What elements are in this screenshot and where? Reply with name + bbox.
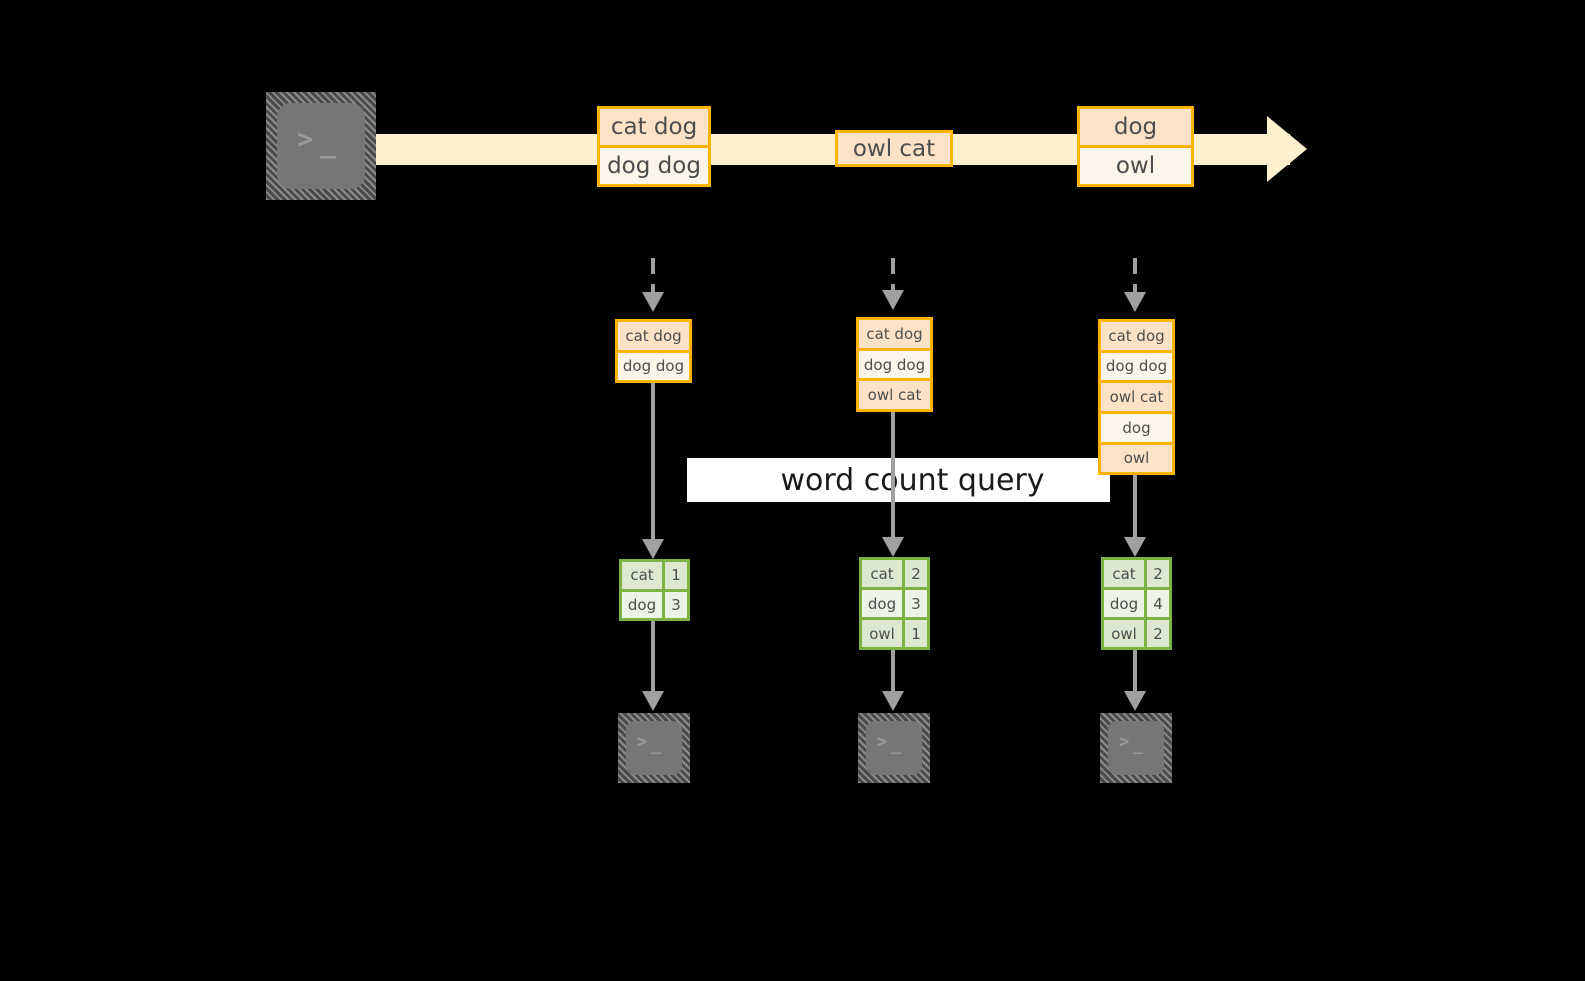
result-word-cell: owl (1104, 620, 1144, 647)
terminal-prompt-glyph: > (637, 732, 648, 752)
snapshot-3-output-arrowhead (1124, 691, 1146, 711)
table-row: cat 2 (862, 560, 927, 587)
stream-record-line: owl cat (838, 133, 950, 164)
result-word-cell: dog (862, 590, 902, 617)
snapshot-input-line: dog dog (859, 347, 930, 379)
result-count-cell: 2 (1144, 560, 1169, 587)
snapshot-1-consumer-terminal-icon[interactable]: > _ (618, 713, 690, 783)
snapshot-input-line: cat dog (1101, 322, 1172, 350)
snapshot-1-query-line-overlay (651, 458, 655, 502)
stream-record-group-1[interactable]: cat dog dog dog (597, 106, 711, 187)
snapshot-1-output-line (651, 621, 655, 696)
result-word-cell: cat (862, 560, 902, 587)
snapshot-2-capture-dash (891, 258, 895, 291)
snapshot-1-capture-dash (651, 258, 655, 293)
stream-record-line: owl (1080, 145, 1191, 184)
stream-arrowhead (1267, 116, 1307, 182)
snapshot-2-input-box[interactable]: cat dog dog dog owl cat (856, 317, 933, 412)
terminal-prompt-glyph: > (877, 732, 888, 752)
query-label-band: word count query (687, 458, 1110, 502)
snapshot-1-result-table[interactable]: cat 1 dog 3 (619, 559, 690, 621)
result-count-cell: 3 (902, 590, 927, 617)
result-count-cell: 1 (902, 620, 927, 647)
result-count-cell: 1 (662, 562, 687, 589)
snapshot-2-capture-arrowhead (882, 290, 904, 310)
terminal-body (1108, 721, 1164, 775)
snapshot-3-result-table[interactable]: cat 2 dog 4 owl 2 (1101, 557, 1172, 650)
snapshot-1-input-box[interactable]: cat dog dog dog (615, 319, 692, 383)
snapshot-1-output-arrowhead (642, 691, 664, 711)
snapshot-input-line: dog (1101, 414, 1172, 442)
query-label: word count query (780, 462, 1045, 498)
snapshot-input-line: cat dog (859, 320, 930, 348)
stream-record-line: dog (1080, 109, 1191, 145)
snapshot-2-consumer-terminal-icon[interactable]: > _ (858, 713, 930, 783)
snapshot-input-line: cat dog (618, 322, 689, 350)
terminal-body (866, 721, 922, 775)
producer-terminal-icon[interactable]: > _ (266, 92, 376, 200)
stream-record-line: dog dog (600, 145, 708, 184)
snapshot-1-capture-arrowhead (642, 292, 664, 312)
stream-record-line: cat dog (600, 109, 708, 145)
snapshot-input-line: dog dog (1101, 349, 1172, 381)
snapshot-3-query-line (1133, 475, 1137, 542)
result-word-cell: dog (622, 591, 662, 618)
snapshot-2-query-arrowhead (882, 537, 904, 557)
snapshot-2-result-table[interactable]: cat 2 dog 3 owl 1 (859, 557, 930, 650)
snapshot-1-query-arrowhead (642, 539, 664, 559)
snapshot-input-line: owl cat (859, 378, 930, 410)
snapshot-input-line: dog dog (618, 349, 689, 380)
terminal-body (277, 103, 365, 189)
result-count-cell: 2 (902, 560, 927, 587)
result-count-cell: 3 (662, 591, 687, 618)
table-row: dog 3 (622, 588, 687, 618)
result-word-cell: owl (862, 620, 902, 647)
result-count-cell: 2 (1144, 620, 1169, 647)
stream-record-group-3[interactable]: dog owl (1077, 106, 1194, 187)
snapshot-3-query-line-overlay (1133, 475, 1137, 502)
terminal-prompt-glyph: > (1119, 732, 1130, 752)
snapshot-3-output-line (1133, 650, 1137, 696)
snapshot-3-capture-dash (1133, 258, 1137, 293)
snapshot-2-output-line (891, 650, 895, 696)
snapshot-3-query-arrowhead (1124, 537, 1146, 557)
table-row: dog 3 (862, 587, 927, 617)
table-row: owl 1 (862, 617, 927, 647)
result-count-cell: 4 (1144, 590, 1169, 617)
terminal-prompt-glyph: > (297, 124, 314, 155)
terminal-cursor-glyph: _ (891, 735, 902, 755)
snapshot-2-query-line-overlay (891, 458, 895, 502)
snapshot-3-capture-arrowhead (1124, 292, 1146, 312)
table-row: cat 1 (622, 562, 687, 589)
snapshot-2-output-arrowhead (882, 691, 904, 711)
terminal-cursor-glyph: _ (320, 128, 337, 159)
snapshot-3-input-box-overlay: dog owl (1098, 411, 1175, 475)
terminal-cursor-glyph: _ (651, 735, 662, 755)
table-row: owl 2 (1104, 617, 1169, 647)
terminal-body (626, 721, 682, 775)
snapshot-input-line: owl (1101, 441, 1172, 472)
snapshot-3-consumer-terminal-icon[interactable]: > _ (1100, 713, 1172, 783)
result-word-cell: dog (1104, 590, 1144, 617)
result-word-cell: cat (622, 562, 662, 589)
terminal-cursor-glyph: _ (1133, 735, 1144, 755)
table-row: cat 2 (1104, 560, 1169, 587)
snapshot-input-line: owl cat (1101, 380, 1172, 411)
result-word-cell: cat (1104, 560, 1144, 587)
stream-record-group-2[interactable]: owl cat (835, 130, 953, 167)
table-row: dog 4 (1104, 587, 1169, 617)
